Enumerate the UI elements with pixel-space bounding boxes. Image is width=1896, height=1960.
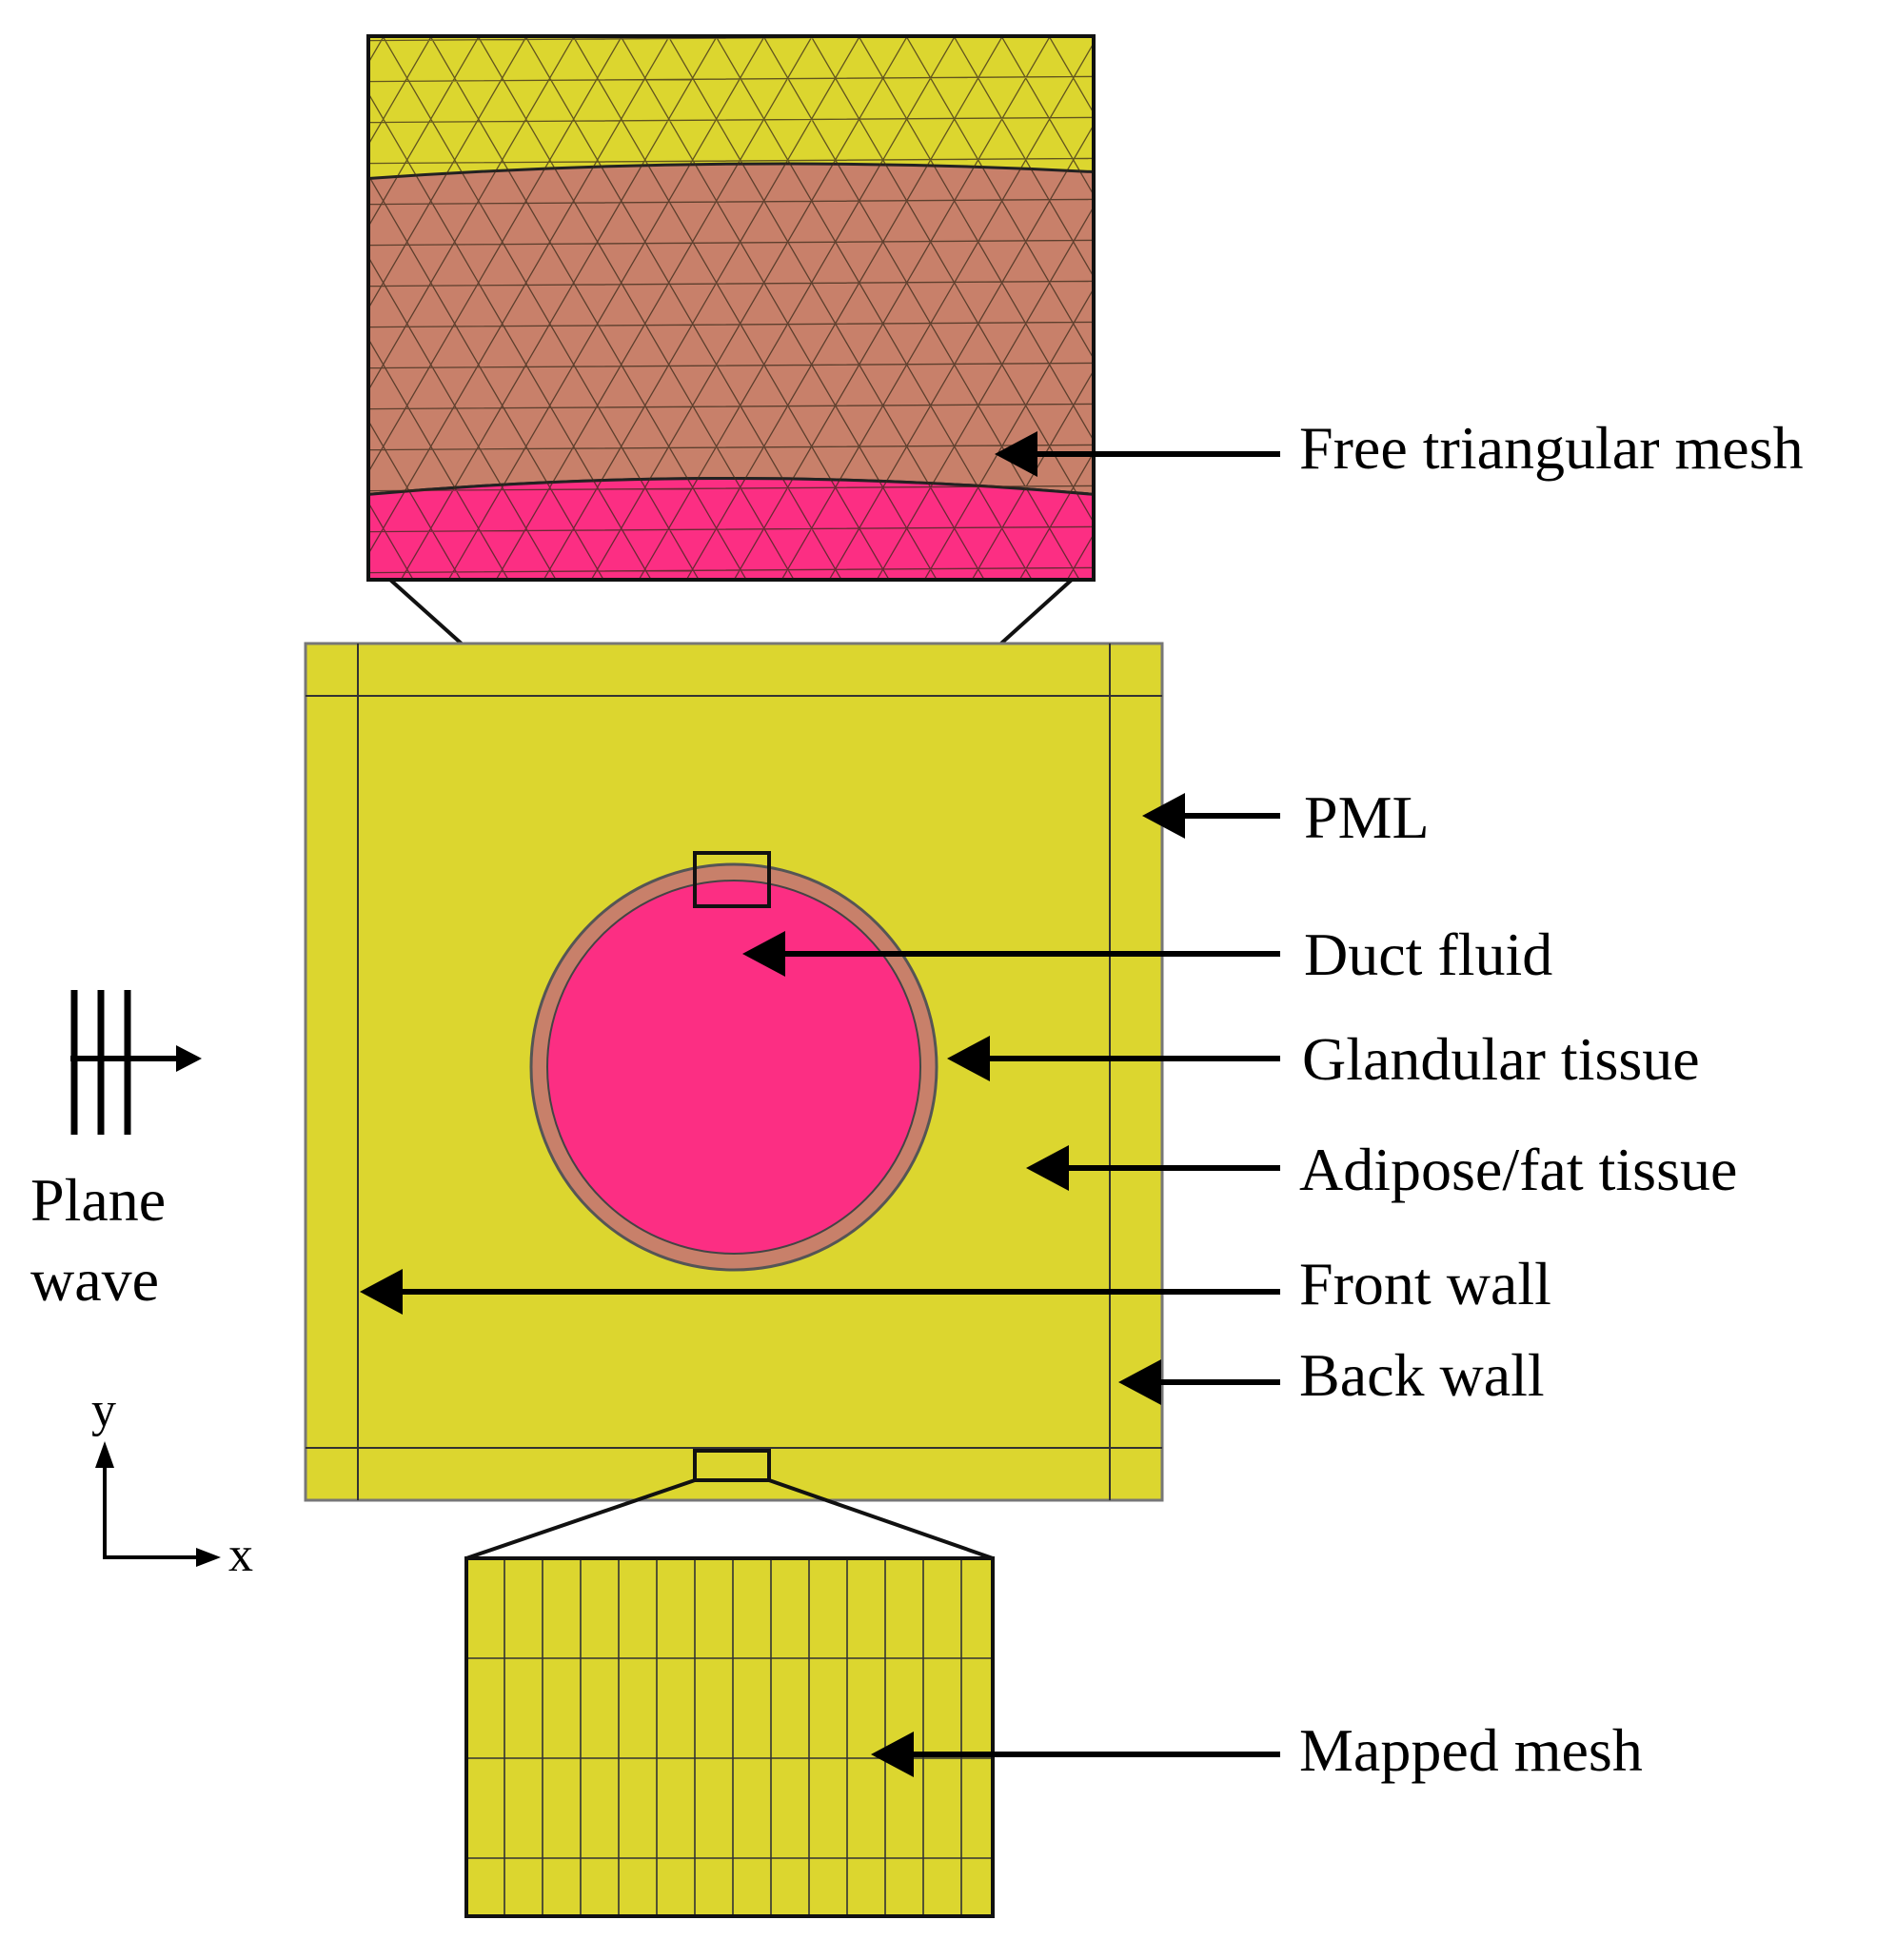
plane-wave-icon [70, 990, 202, 1135]
label-front-wall: Front wall [1299, 1250, 1551, 1317]
free-triangular-mesh-inset [366, 34, 1096, 582]
axis-x-label: x [228, 1528, 253, 1582]
mapped-mesh-fill [466, 1558, 993, 1916]
axis-y-label: y [91, 1383, 116, 1437]
inset-bottom-frame [464, 1556, 995, 1918]
computational-domain [304, 642, 1164, 1502]
arrowhead-duct-fluid-icon [742, 931, 785, 977]
bottom-zoom-box [693, 1449, 771, 1482]
plane-wave-label-line1: Plane [30, 1166, 166, 1234]
label-back-wall: Back wall [1299, 1341, 1545, 1409]
xy-axes-icon [95, 1441, 221, 1567]
inset-duct-fluid-region [368, 477, 1094, 580]
mesh-edges [368, 36, 1094, 580]
plane-wave-label-line2: wave [30, 1246, 159, 1314]
mapped-mesh-edges [466, 1558, 993, 1916]
plane-wave-arrowhead-icon [176, 1045, 202, 1072]
arrowhead-back-wall-icon [1118, 1359, 1161, 1405]
label-adipose-fat-tissue: Adipose/fat tissue [1299, 1136, 1737, 1203]
callout-arrows [360, 431, 1280, 1777]
label-pml: PML [1304, 783, 1430, 851]
label-duct-fluid: Duct fluid [1304, 921, 1552, 988]
label-free-triangular-mesh: Free triangular mesh [1299, 414, 1804, 482]
inset-top-frame [366, 34, 1096, 582]
y-axis-arrowhead-icon [95, 1441, 114, 1468]
triangular-mesh-lines [368, 36, 1094, 580]
duct-fluid-circle [546, 880, 921, 1255]
x-axis-arrowhead-icon [196, 1548, 221, 1567]
arrowhead-glandular-tissue-icon [947, 1036, 990, 1081]
bottom-zoom-connectors [465, 1478, 994, 1560]
pml-boundaries [306, 643, 1162, 1500]
arrowhead-front-wall-icon [360, 1269, 403, 1315]
arrowhead-adipose-fat-tissue-icon [1026, 1145, 1069, 1191]
top-zoom-box [693, 851, 771, 908]
label-mapped-mesh: Mapped mesh [1299, 1716, 1643, 1784]
mapped-mesh-lines [466, 1558, 993, 1916]
arrowhead-pml-icon [1142, 793, 1185, 839]
arrowhead-free-triangular-mesh-icon [995, 431, 1037, 477]
label-glandular-tissue: Glandular tissue [1302, 1025, 1700, 1093]
arrowhead-mapped-mesh-icon [871, 1732, 914, 1777]
mapped-mesh-inset [464, 1556, 995, 1918]
